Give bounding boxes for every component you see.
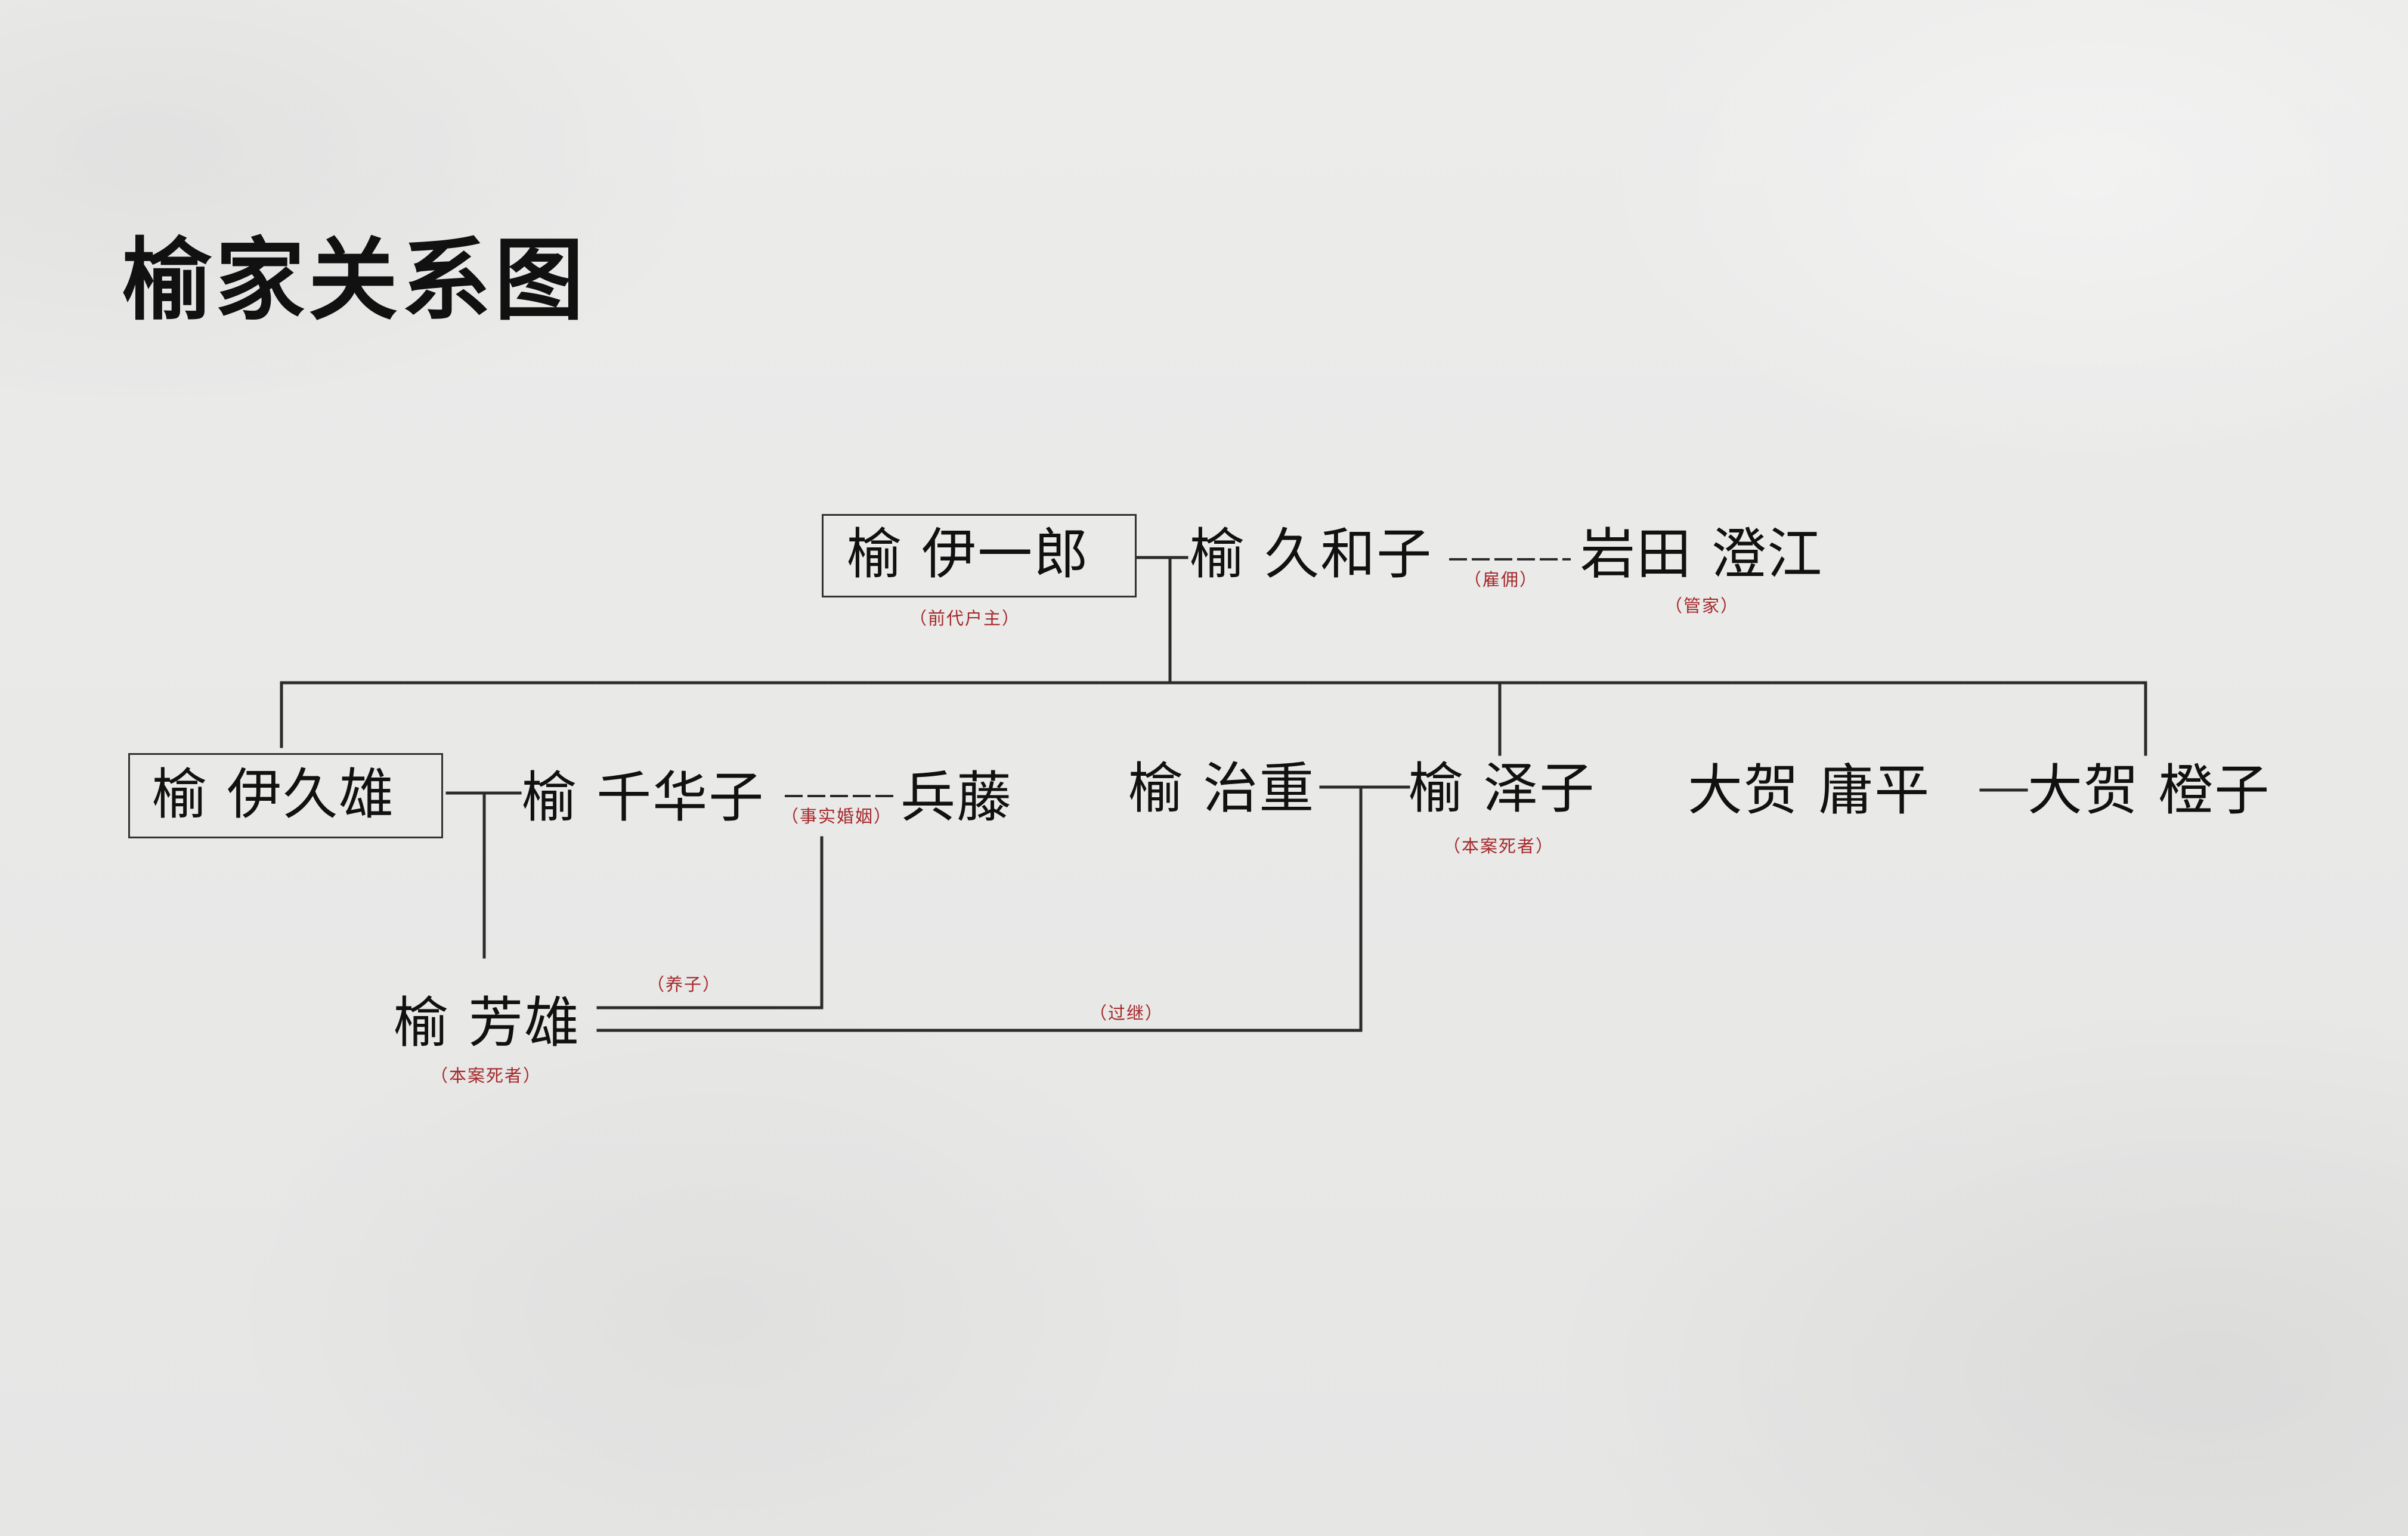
note-iwata-relation: （雇佣） xyxy=(1464,569,1539,590)
page-title: 榆家关系图 xyxy=(122,228,588,333)
person-yoshio: 榆 芳雄 xyxy=(394,991,581,1055)
note-passed-on: （过继） xyxy=(1090,1003,1164,1023)
person-ikuo: 榆 伊久雄 xyxy=(152,763,395,826)
note-iwata-role: （管家） xyxy=(1665,596,1740,616)
note-yoshio-role: （本案死者） xyxy=(431,1066,542,1086)
person-hyodo: 兵藤 xyxy=(900,766,1013,829)
note-adopted: （养子） xyxy=(647,974,722,995)
person-haruhige: 榆 治重 xyxy=(1128,757,1316,820)
person-yoshiro: 榆 伊一郎 xyxy=(847,522,1090,586)
box-ikuo xyxy=(128,753,443,838)
person-iwata: 岩田 澄江 xyxy=(1580,522,1824,586)
person-chikako: 榆 千华子 xyxy=(522,766,765,829)
person-takuko: 榆 泽子 xyxy=(1409,757,1596,820)
box-yoshiro xyxy=(822,514,1137,597)
person-kuwako: 榆 久和子 xyxy=(1190,522,1433,586)
person-koohei: 大贺 庸平 xyxy=(1688,758,1931,822)
person-touko: 大贺 橙子 xyxy=(2028,758,2271,822)
note-yoshiro-role: （前代户主） xyxy=(909,608,1021,628)
note-takuko-role: （本案死者） xyxy=(1443,836,1555,856)
note-chikako-relation: （事实婚姻） xyxy=(781,806,893,826)
